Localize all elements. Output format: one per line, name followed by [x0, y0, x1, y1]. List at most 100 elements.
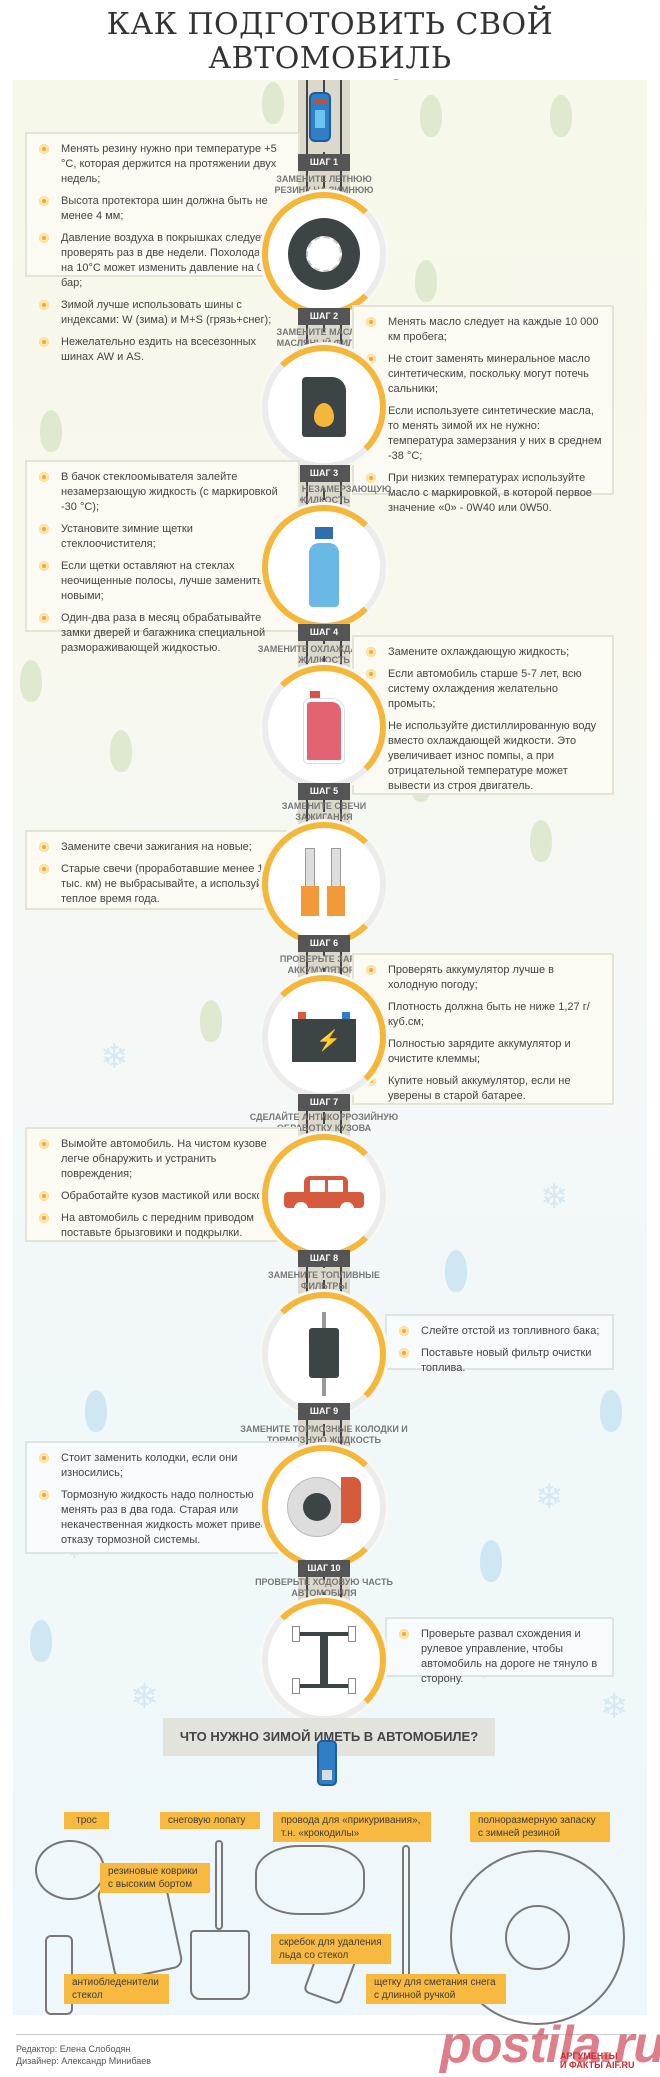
tree-icon [420, 95, 442, 137]
step-7-title: СДЕЛАЙТЕ АНТИКОРРОЗИЙНУЮ ОБРАБОТКУ КУЗОВ… [249, 1112, 399, 1133]
step-9-card: Стоит заменить колодки, если они износил… [25, 1441, 300, 1554]
bullet: На автомобиль с передним приводом постав… [37, 1211, 288, 1241]
step-4-title: ЗАМЕНИТЕ ОХЛАЖДАЮЩУЮ ЖИДКОСТЬ [257, 644, 391, 665]
step-6-card: Проверять аккумулятор лучше в холодную п… [352, 953, 614, 1105]
snowflake-icon: ❄ [535, 1478, 564, 1516]
bullet: Плотность должна быть не ниже 1,27 г/куб… [364, 1000, 602, 1030]
bullet: Купите новый аккумулятор, если не уверен… [364, 1074, 602, 1104]
step-1-badge: ШАГ 1 [298, 154, 350, 171]
step-1-card: Менять резину нужно при температуре +5 °… [25, 132, 300, 363]
step-9-badge: ШАГ 9 [298, 1403, 350, 1420]
snowflake-icon: ❄ [540, 1178, 569, 1216]
snowflake-icon: ❄ [600, 1688, 629, 1726]
kit-label-snow-brush: щетку для сметания снега с длинной ручко… [366, 1974, 506, 2004]
bullet: Замените охлаждающую жидкость; [364, 645, 602, 660]
bullet: Нежелательно ездить на всесезонных шинах… [37, 335, 288, 365]
snowflake-icon: ❄ [130, 1678, 159, 1716]
step-5-card: Замените свечи зажигания на новые; Стары… [25, 830, 300, 910]
progress-arc [262, 665, 386, 789]
bullet: Слейте отстой из топливного бака; [397, 1324, 602, 1339]
step-6-badge: ШАГ 6 [298, 935, 350, 952]
step-10-title: ПРОВЕРЬТЕ ХОДОВУЮ ЧАСТЬ АВТОМОБИЛЯ [255, 1577, 393, 1598]
spare-wheel-hub-icon [505, 1905, 570, 1970]
snow-shovel-icon [215, 1840, 223, 1930]
step-3-bullets: В бачок стеклоомывателя залейте незамерз… [37, 470, 288, 656]
kit-label-jumper-cables: провода для «прикуривания», т.н. «крокод… [273, 1812, 431, 1842]
editor-credit: Редактор: Елена Слободян [16, 2044, 131, 2054]
progress-arc [262, 1598, 386, 1722]
car-side-icon [284, 1176, 364, 1216]
tree-icon [85, 1390, 107, 1432]
kit-label-snow-shovel: снеговую лопату [160, 1812, 260, 1829]
step-2-bullets: Менять масло следует на каждые 10 000 км… [364, 315, 602, 516]
fuel-filter-icon [309, 1312, 339, 1396]
step-2-card: Менять масло следует на каждые 10 000 км… [352, 305, 614, 514]
step-1-title: ЗАМЕНИТЕ ЛЕТНЮЮ РЕЗИНУ НА ЗИМНЮЮ [274, 174, 374, 195]
bullet: При низких температурах используйте масл… [364, 471, 602, 516]
bullet: Если используете синтетические масла, то… [364, 404, 602, 464]
page-title: КАК ПОДГОТОВИТЬ СВОЙ АВТОМОБИЛЬ К ЗИМЕ? [0, 8, 660, 110]
publisher-logo[interactable]: АРГУМЕНТЫ И ФАКТЫ AIF.RU [560, 2052, 634, 2070]
tree-icon [530, 820, 552, 862]
tree-icon [415, 260, 437, 302]
title-line-1: КАК ПОДГОТОВИТЬ СВОЙ АВТОМОБИЛЬ [106, 7, 554, 76]
washer-fluid-bottle-icon [309, 527, 339, 607]
step-8-badge: ШАГ 8 [298, 1250, 350, 1267]
step-5-ring [262, 822, 386, 946]
step-1-ring [262, 192, 386, 316]
bullet: Поставьте новый фильтр очистки топлива. [397, 1346, 602, 1376]
tow-rope-icon [35, 1840, 105, 1900]
step-5-badge: ШАГ 5 [298, 783, 350, 800]
tree-icon [262, 82, 284, 124]
step-8-title: ЗАМЕНИТЕ ТОПЛИВНЫЕ ФИЛЬТРЫ [268, 1270, 380, 1291]
tree-icon [480, 1540, 502, 1582]
step-6-title: ПРОВЕРЬТЕ ЗАРЯД АККУМУЛЯТОРА [279, 954, 369, 975]
bullet: Высота протектора шин должна быть не мен… [37, 194, 288, 224]
kit-label-deicer: антиобледенители стекол [64, 1974, 169, 2004]
step-4-bullets: Замените охлаждающую жидкость; Если авто… [364, 645, 602, 794]
bullet: Зимой лучше использовать шины с индексам… [37, 298, 288, 328]
step-7-bullets: Вымойте автомобиль. На чистом кузове лег… [37, 1137, 288, 1241]
step-7-ring [262, 1134, 386, 1258]
step-9-bullets: Стоит заменить колодки, если они износил… [37, 1451, 288, 1548]
logo-line-2: И ФАКТЫ AIF.RU [560, 2060, 635, 2070]
step-4-badge: ШАГ 4 [298, 624, 350, 641]
bullet: Обработайте кузов мастикой или воском; [37, 1189, 288, 1204]
kit-label-tow-rope: трос [64, 1812, 109, 1829]
step-7-badge: ШАГ 7 [298, 1094, 350, 1111]
step-8-bullets: Слейте отстой из топливного бака; Постав… [397, 1324, 602, 1376]
step-1-bullets: Менять резину нужно при температуре +5 °… [37, 142, 288, 365]
step-4-card: Замените охлаждающую жидкость; Если авто… [352, 635, 614, 795]
bullet: Старые свечи (проработавшие менее 15 тыс… [37, 862, 288, 907]
battery-icon: ⚡ [292, 1012, 356, 1062]
step-3-ring [262, 505, 386, 629]
tree-icon [550, 95, 572, 137]
tree-icon [445, 1250, 467, 1292]
kit-label-floor-mats: резиновые коврики с высоким бортом [100, 1863, 210, 1893]
tree-icon [40, 410, 62, 452]
bullet: Если щетки оставляют на стеклах неочищен… [37, 559, 288, 604]
step-8-card: Слейте отстой из топливного бака; Постав… [385, 1314, 614, 1374]
tree-icon [200, 1000, 222, 1042]
bullet: Менять масло следует на каждые 10 000 км… [364, 315, 602, 345]
oil-canister-icon [302, 377, 346, 437]
car-top-view-icon [317, 1740, 337, 1786]
bullet: Проверять аккумулятор лучше в холодную п… [364, 963, 602, 993]
brake-disc-icon [287, 1477, 361, 1537]
snowflake-icon: ❄ [100, 1038, 129, 1076]
tree-icon [600, 1390, 622, 1432]
bullet: Проверьте развал схождения и рулевое упр… [397, 1627, 602, 1687]
bullet: Не используйте дистиллированную воду вме… [364, 719, 602, 794]
step-6-ring: ⚡ [262, 975, 386, 1099]
bullet: Вымойте автомобиль. На чистом кузове лег… [37, 1137, 288, 1182]
progress-arc [262, 975, 386, 1099]
step-3-card: В бачок стеклоомывателя залейте незамерз… [25, 460, 300, 654]
lightning-icon: ⚡ [316, 1030, 341, 1052]
bullet: Полностью зарядите аккумулятор и очистит… [364, 1037, 602, 1067]
step-5-bullets: Замените свечи зажигания на новые; Стары… [37, 840, 288, 907]
step-2-title: ЗАМЕНИТЕ МАСЛО И МАСЛЯНЫЙ ФИЛЬТР [276, 327, 372, 348]
bullet: В бачок стеклоомывателя залейте незамерз… [37, 470, 288, 515]
footer-divider [16, 2034, 636, 2035]
step-3-title: ЗАЛЕЙТЕ НЕЗАМЕРЗАЮЩУЮ ЖИДКОСТЬ [256, 484, 392, 505]
tree-icon [30, 1620, 52, 1662]
